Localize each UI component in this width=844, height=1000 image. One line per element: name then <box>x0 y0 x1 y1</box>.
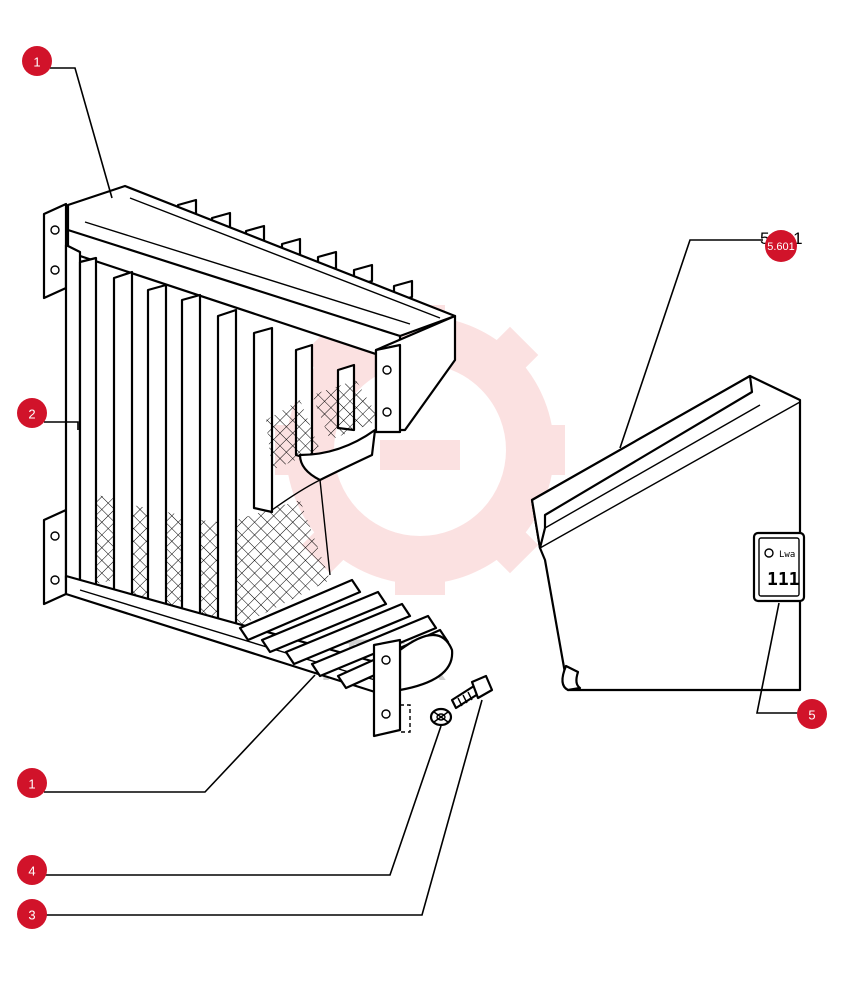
svg-text:2: 2 <box>28 407 35 422</box>
svg-text:1: 1 <box>33 55 40 70</box>
filter-frame-assembly <box>42 184 457 738</box>
svg-text:3: 3 <box>28 908 35 923</box>
svg-text:4: 4 <box>28 864 35 879</box>
right-lower-bracket <box>372 634 454 738</box>
leader-lines <box>44 67 812 916</box>
left-upper-bracket <box>42 202 68 300</box>
bolt-part <box>450 674 494 710</box>
media-flap <box>298 428 377 482</box>
callout-5[interactable]: 5 <box>797 699 827 729</box>
left-lower-bracket <box>42 508 68 606</box>
svg-text:5.601: 5.601 <box>767 241 795 253</box>
nameplate-line1: Lwa <box>779 550 795 560</box>
callout-4[interactable]: 4 <box>17 855 47 885</box>
callout-1-top[interactable]: 1 <box>22 46 52 76</box>
washer-part <box>429 707 453 727</box>
callout-3[interactable]: 3 <box>17 899 47 929</box>
svg-text:5: 5 <box>808 708 815 723</box>
cover-panel <box>530 374 802 692</box>
filter-media <box>96 380 380 628</box>
callout-5601[interactable]: 5.601 <box>765 230 797 262</box>
nameplate-line2: 111 <box>767 569 800 590</box>
right-upper-bracket <box>374 314 457 434</box>
left-side-panel <box>64 243 82 587</box>
callout-2[interactable]: 2 <box>17 398 47 428</box>
svg-text:1: 1 <box>28 777 35 792</box>
nameplate: Lwa 111 <box>752 531 806 603</box>
callout-1-bottom[interactable]: 1 <box>17 768 47 798</box>
